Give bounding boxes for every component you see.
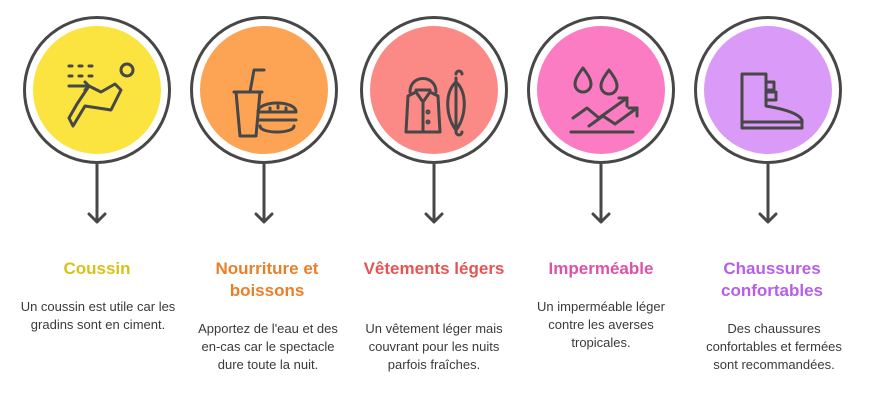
shoe-icon xyxy=(740,72,804,130)
step-title-nourriture: Nourriture et boissons xyxy=(215,259,319,300)
step-disc-coussin xyxy=(33,26,161,154)
arrow-down-icon xyxy=(424,164,444,224)
step-disc-nourriture xyxy=(200,26,328,154)
step-ring-nourriture xyxy=(190,16,338,164)
step-title-coussin: Coussin xyxy=(63,259,131,278)
rain-drops-icon xyxy=(569,66,639,134)
step-description-chaussures: Des chaussures confortables et fermées s… xyxy=(706,321,842,372)
step-disc-chaussures xyxy=(704,26,832,154)
step-description-impermeable: Un imperméable léger contre les averses … xyxy=(537,299,665,350)
arrow-down-icon xyxy=(87,164,107,224)
raincoat-umbrella-icon xyxy=(404,69,466,137)
step-title-vetements: Vêtements légers xyxy=(363,259,505,278)
step-description-nourriture: Apportez de l'eau et des en-cas car le s… xyxy=(198,321,338,372)
step-description-coussin: Un coussin est utile car les gradins son… xyxy=(20,299,176,332)
arrow-down-icon xyxy=(758,164,778,224)
step-disc-vetements xyxy=(370,26,498,154)
step-ring-coussin xyxy=(23,16,171,164)
step-ring-chaussures xyxy=(694,16,842,164)
step-disc-impermeable xyxy=(537,26,665,154)
arrow-down-icon xyxy=(254,164,274,224)
step-ring-impermeable xyxy=(527,16,675,164)
step-title-chaussures: Chaussures confortables xyxy=(720,259,824,300)
seat-icon xyxy=(67,62,135,128)
step-description-vetements: Un vêtement léger mais couvrant pour les… xyxy=(365,321,503,372)
step-ring-vetements xyxy=(360,16,508,164)
arrow-down-icon xyxy=(591,164,611,224)
step-title-impermeable: Imperméable xyxy=(548,259,654,278)
food-drink-icon xyxy=(232,68,298,138)
